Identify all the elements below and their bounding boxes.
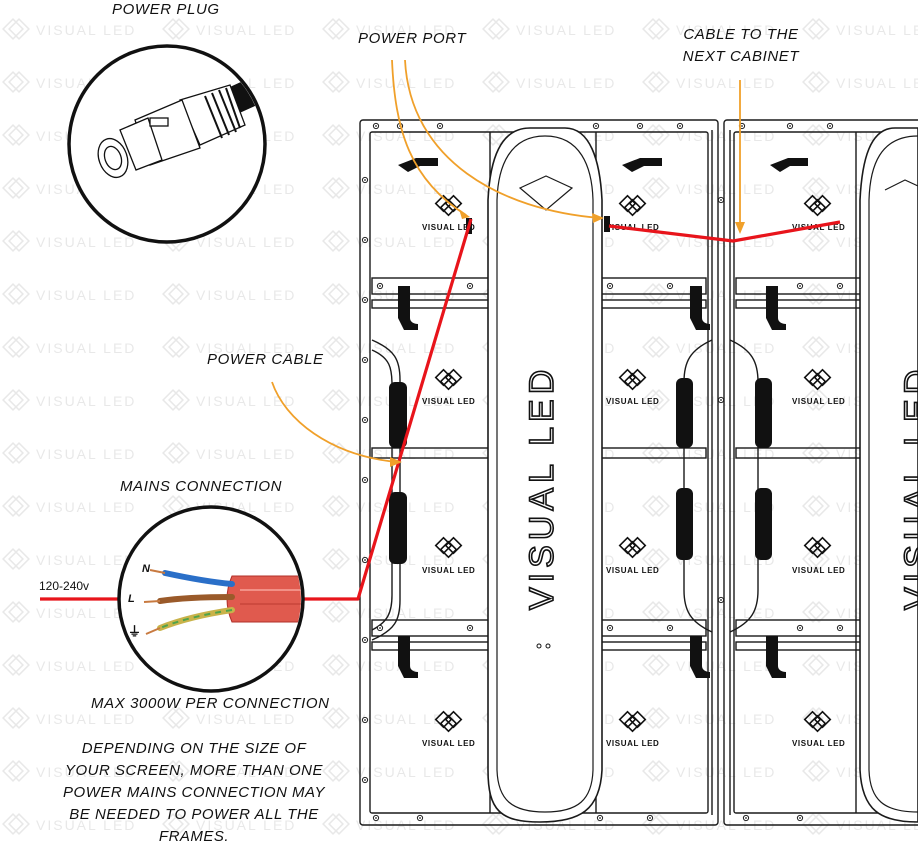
center-panel-right: VISUAL LED <box>859 127 918 823</box>
callout-arrowheads <box>390 209 745 467</box>
mains-wire-labels: N L ⏚ <box>128 563 151 639</box>
latch-hooks <box>398 158 808 678</box>
svg-text:VISUAL LED: VISUAL LED <box>792 566 845 575</box>
label-power-port: POWER PORT <box>358 30 467 47</box>
mains-connection-inset <box>117 505 305 693</box>
center-handle-grip-3 <box>755 378 772 448</box>
svg-text:VISUAL LED: VISUAL LED <box>606 566 659 575</box>
left-handle-grip-lower <box>389 492 407 564</box>
svg-text:VISUAL LED: VISUAL LED <box>422 397 475 406</box>
center-handle-grip-4 <box>755 488 772 560</box>
note-paragraph: DEPENDING ON THE SIZE OF YOUR SCREEN, MO… <box>44 738 344 848</box>
label-power-cable: POWER CABLE <box>207 351 324 368</box>
svg-text:VISUAL LED: VISUAL LED <box>606 397 659 406</box>
module-logo-texts: VISUAL LED VISUAL LED VISUAL LED VISUAL … <box>422 223 845 748</box>
center-handle-grip-1 <box>676 378 693 448</box>
svg-text:VISUAL LED: VISUAL LED <box>792 223 845 232</box>
wire-label-live: L <box>128 593 135 605</box>
panel-brand-text-right: VISUAL LED <box>898 365 918 610</box>
label-cable-next-line1: CABLE TO THE <box>683 26 799 43</box>
center-handle-grip-2 <box>676 488 693 560</box>
label-max-power: MAX 3000W PER CONNECTION <box>91 695 330 712</box>
label-cable-next-line2: NEXT CABINET <box>682 48 800 65</box>
note-line-2: YOUR SCREEN, MORE THAN ONE <box>64 762 324 779</box>
power-port-out <box>604 216 610 232</box>
label-mains-connection: MAINS CONNECTION <box>120 478 283 495</box>
left-handle-grip-upper <box>389 382 407 448</box>
callout-arrows <box>271 59 741 463</box>
note-line-5: FRAMES. <box>158 828 230 845</box>
svg-text:VISUAL LED: VISUAL LED <box>422 739 475 748</box>
note-line-1: DEPENDING ON THE SIZE OF <box>81 740 307 757</box>
center-panel-left: VISUAL LED <box>487 127 603 823</box>
svg-text:VISUAL LED: VISUAL LED <box>792 739 845 748</box>
label-voltage: 120-240v <box>39 579 90 593</box>
panel-brand-text-left: VISUAL LED <box>523 365 561 610</box>
center-handle-rail <box>683 130 759 815</box>
wire-label-earth: ⏚ <box>128 624 141 639</box>
note-line-3: POWER MAINS CONNECTION MAY <box>63 784 325 801</box>
label-power-plug: POWER PLUG <box>112 1 220 18</box>
svg-text:VISUAL LED: VISUAL LED <box>606 739 659 748</box>
svg-text:VISUAL LED: VISUAL LED <box>792 397 845 406</box>
note-line-4: BE NEEDED TO POWER ALL THE <box>69 806 319 823</box>
svg-text:VISUAL LED: VISUAL LED <box>422 223 475 232</box>
svg-text:VISUAL LED: VISUAL LED <box>422 566 475 575</box>
cabinet-right <box>723 119 918 826</box>
wire-label-neutral: N <box>142 563 151 575</box>
